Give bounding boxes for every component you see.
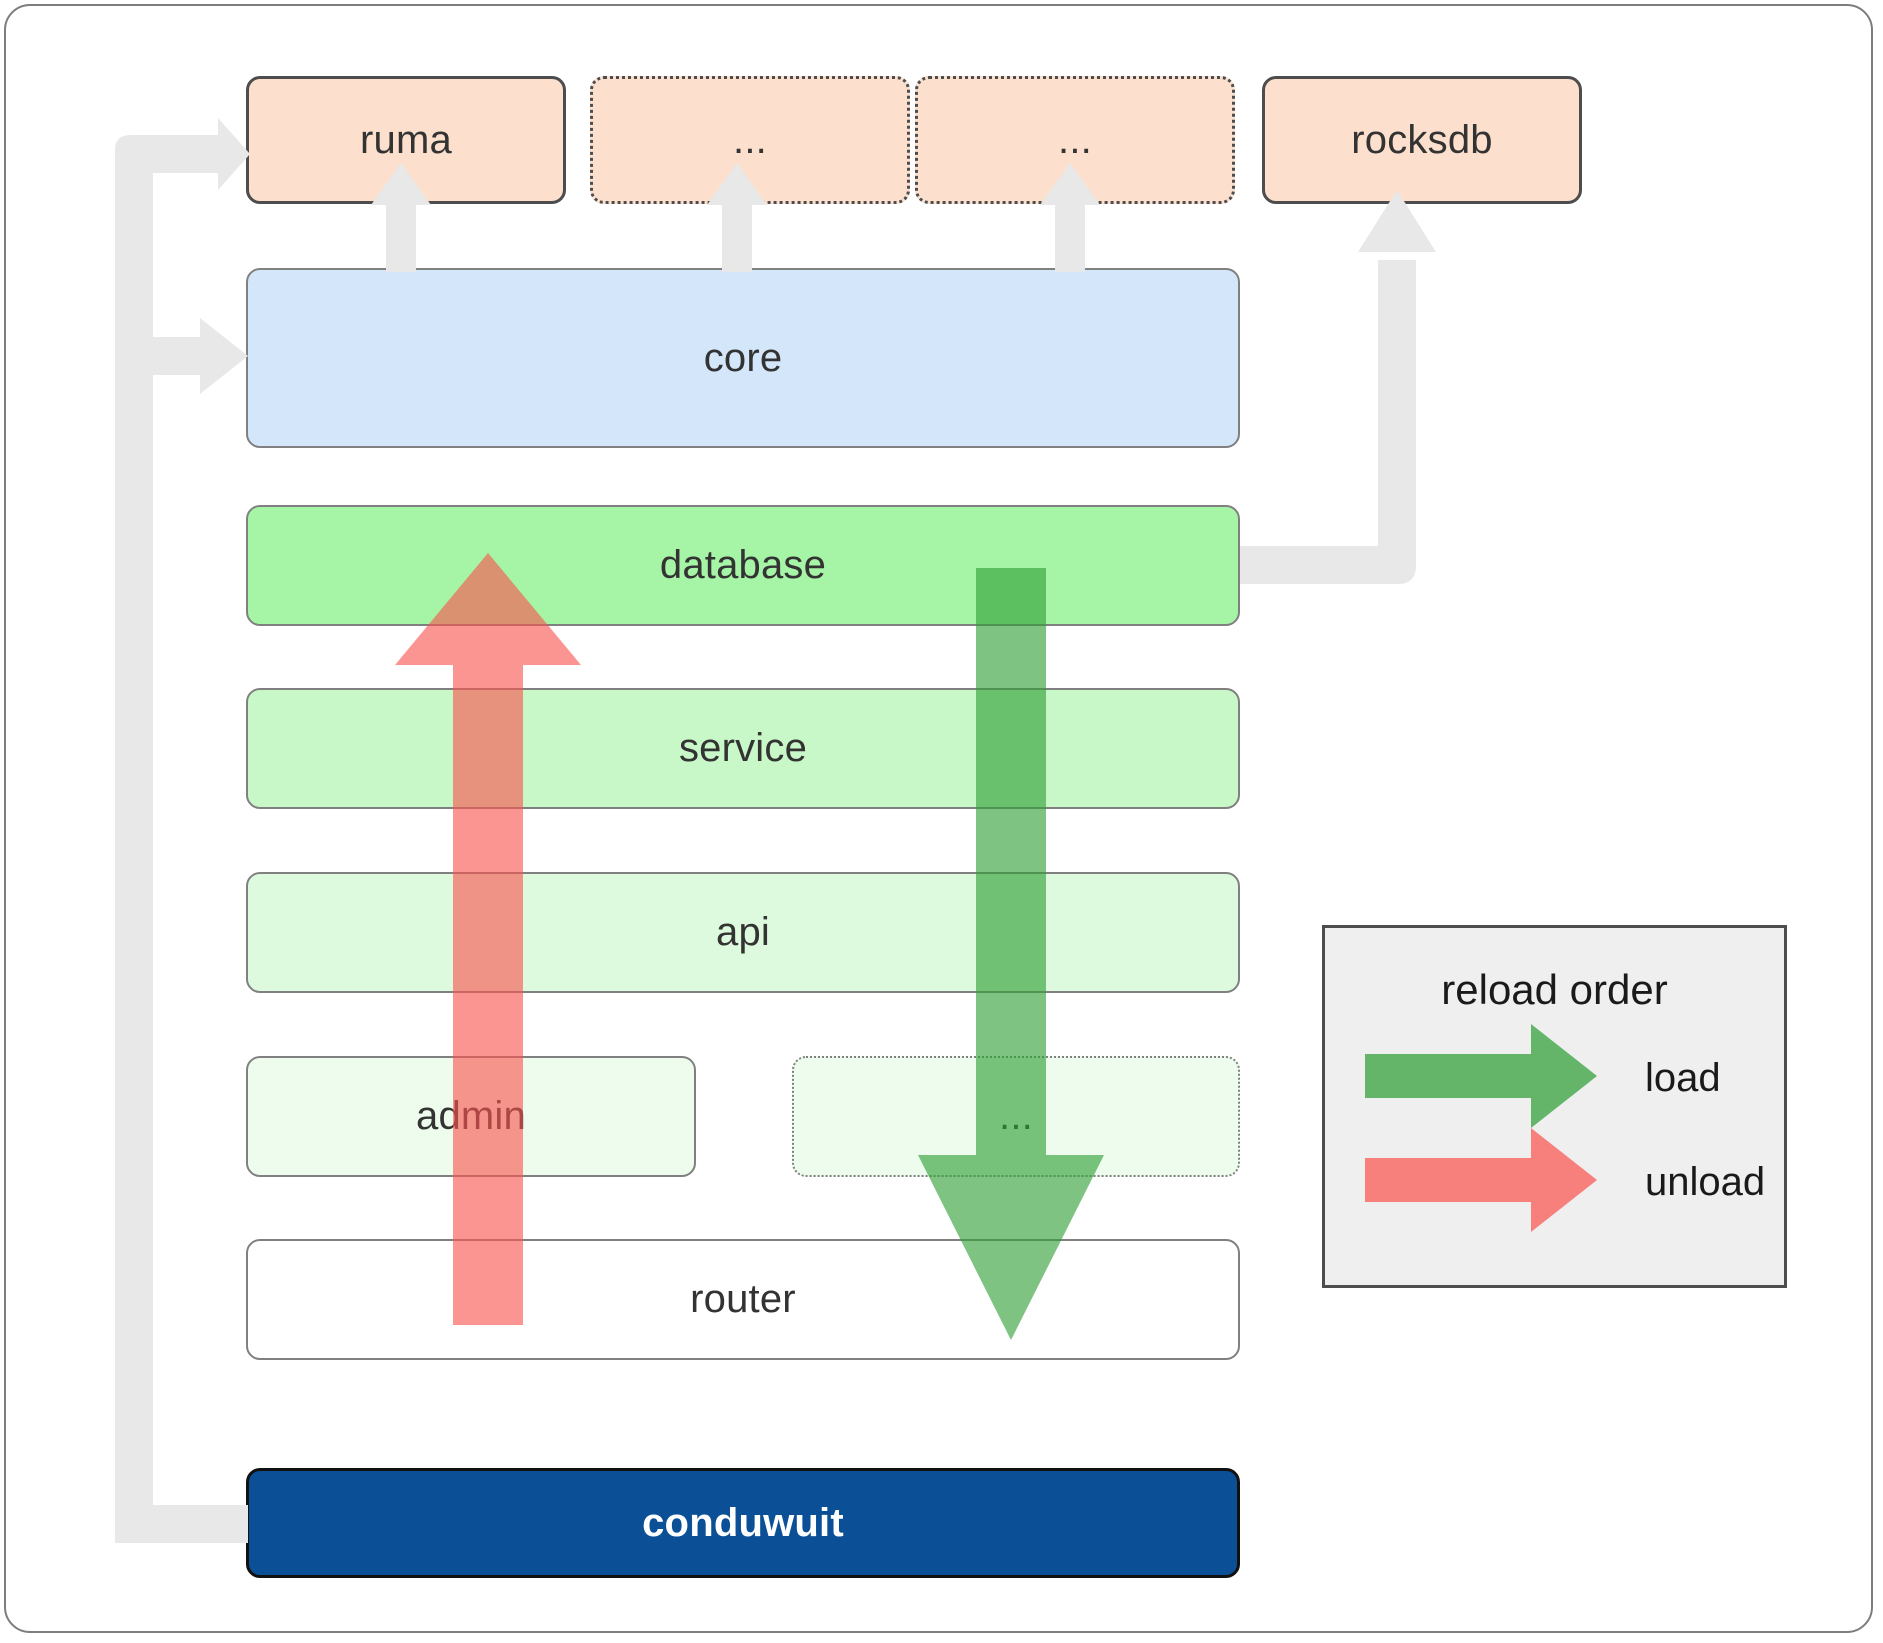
node-conduwuit-label: conduwuit [642,1500,844,1545]
node-ruma[interactable]: ruma [246,76,566,204]
node-dep-ellipsis-1[interactable]: ... [590,76,910,204]
legend-title: reload order [1441,966,1668,1013]
node-dep-ellipsis-2-label: ... [1058,117,1092,162]
legend-unload-arrow-icon [1365,1128,1597,1232]
legend-label-unload: unload [1645,1160,1766,1204]
node-service[interactable]: service [246,688,1240,809]
node-ruma-label: ruma [360,117,452,162]
legend-label-load: load [1645,1056,1721,1100]
node-api-label: api [716,910,770,954]
node-rocksdb[interactable]: rocksdb [1262,76,1582,204]
node-rocksdb-label: rocksdb [1351,117,1493,162]
diagram-frame [4,4,1873,1633]
node-router-label: router [690,1277,796,1321]
node-dep-ellipsis-1-label: ... [733,117,767,162]
node-layer-ellipsis-label: ... [999,1094,1033,1138]
node-dep-ellipsis-2[interactable]: ... [915,76,1235,204]
node-core[interactable]: core [246,268,1240,448]
node-api[interactable]: api [246,872,1240,993]
legend-arrows [1365,1024,1597,1232]
node-conduwuit[interactable]: conduwuit [246,1468,1240,1578]
legend-load-arrow-icon [1365,1024,1597,1128]
node-admin[interactable]: admin [246,1056,696,1177]
node-router[interactable]: router [246,1239,1240,1360]
legend-reload-order: reload order load unload [1322,925,1787,1288]
node-database-label: database [659,543,827,587]
node-admin-label: admin [416,1094,526,1138]
node-service-label: service [678,726,808,770]
node-layer-ellipsis[interactable]: ... [792,1056,1240,1177]
node-database[interactable]: database [246,505,1240,626]
node-core-label: core [703,335,783,380]
